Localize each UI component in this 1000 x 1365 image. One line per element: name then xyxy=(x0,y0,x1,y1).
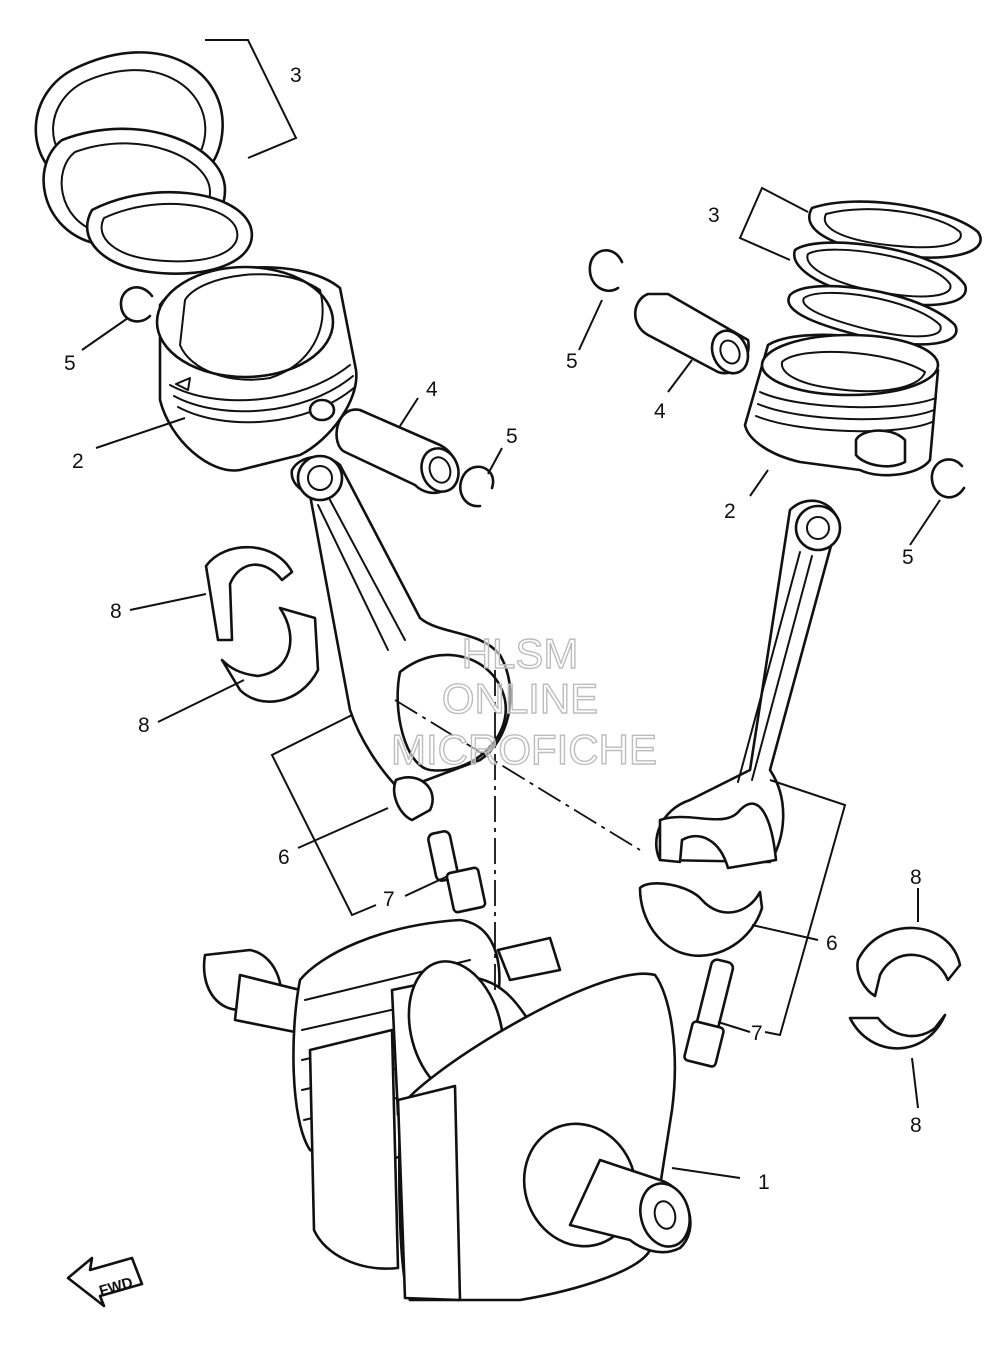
callout-clip-right-outer: 5 xyxy=(902,546,914,569)
callout-clip-right-inner: 5 xyxy=(566,350,578,373)
rod-cap-right xyxy=(638,882,764,958)
connecting-rod-right xyxy=(655,499,842,870)
callout-leaders xyxy=(81,299,941,1179)
callout-bearing-left-upper: 8 xyxy=(110,600,122,623)
callout-rod-left: 6 xyxy=(278,846,290,869)
callout-ring-set-right: 3 xyxy=(708,204,720,227)
bracket-rod-left xyxy=(270,714,377,917)
callout-piston-right: 2 xyxy=(724,500,736,523)
crankshaft xyxy=(202,918,692,1302)
piston-right xyxy=(743,333,940,477)
ring-set-left xyxy=(34,39,298,275)
bearing-right-pair xyxy=(848,926,962,1050)
callout-bearing-left-lower: 8 xyxy=(138,714,150,737)
rod-bolt-right xyxy=(683,958,735,1068)
piston-pin-clip-left-inner xyxy=(459,465,495,508)
watermark-line-2: ONLINE xyxy=(442,675,598,722)
callout-bolt-right: 7 xyxy=(751,1022,763,1045)
bracket-rod-right xyxy=(764,779,847,1037)
forward-direction-marker: FWD xyxy=(66,1256,144,1308)
callout-ring-set-left: 3 xyxy=(290,64,302,87)
callout-bearing-right-upper: 8 xyxy=(910,866,922,889)
piston-pin-left xyxy=(335,408,460,495)
callout-bearing-right-lower: 8 xyxy=(910,1114,922,1137)
piston-pin-right xyxy=(633,292,750,375)
rod-bolt-left xyxy=(427,830,487,914)
callout-piston-left: 2 xyxy=(72,450,84,473)
callout-rod-right: 6 xyxy=(826,932,838,955)
piston-pin-clip-right-inner xyxy=(588,249,624,293)
callout-pin-left: 4 xyxy=(426,378,438,401)
callout-clip-left-inner: 5 xyxy=(506,425,518,448)
callout-clip-left-outer: 5 xyxy=(64,352,76,375)
piston-pin-clip-left-outer xyxy=(119,286,154,323)
connecting-rod-left xyxy=(290,454,512,822)
watermark-line-1: HLSM xyxy=(462,630,579,677)
ring-set-right xyxy=(738,186,982,346)
bearing-left-pair xyxy=(204,545,320,703)
callout-pin-right: 4 xyxy=(654,400,666,423)
watermark: HLSM ONLINE MICROFICHE xyxy=(390,629,657,773)
watermark-line-3: MICROFICHE xyxy=(391,726,657,773)
callout-crankshaft: 1 xyxy=(758,1171,770,1194)
piston-left xyxy=(155,265,358,472)
callout-bolt-left: 7 xyxy=(383,888,395,911)
piston-pin-clip-right-outer xyxy=(930,458,966,499)
forward-arrow-icon xyxy=(66,1256,144,1308)
